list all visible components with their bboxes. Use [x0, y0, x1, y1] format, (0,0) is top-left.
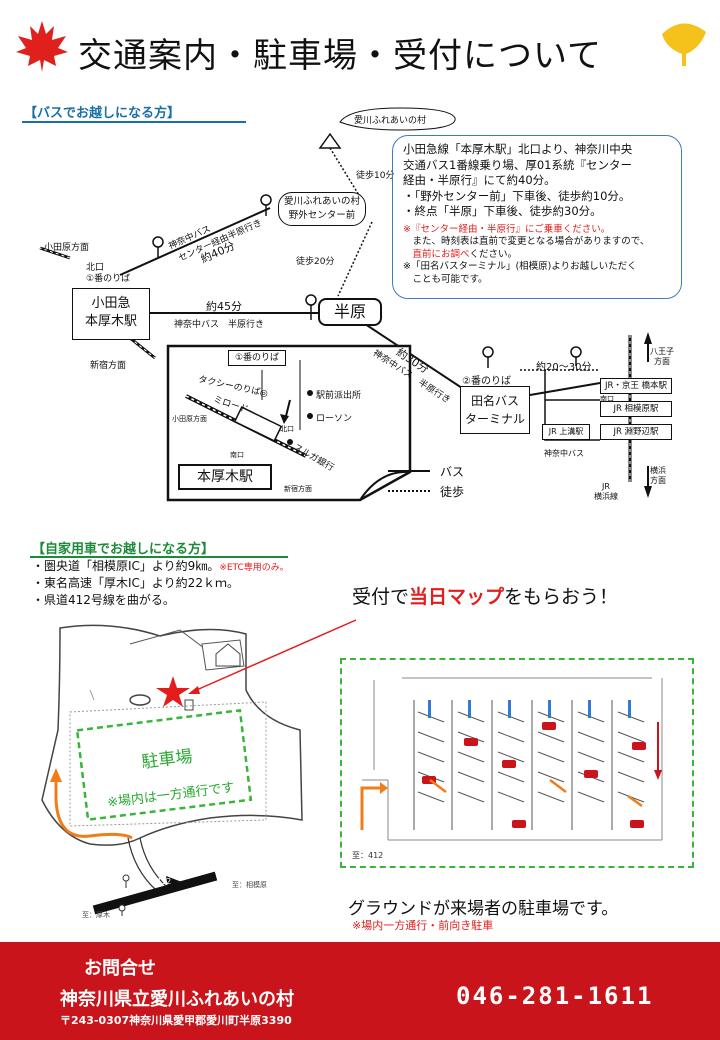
info-line3: 経由・半原行』にて約40分。 — [403, 173, 556, 187]
info-note2a: ※「田名バスターミナル」(相模原)よりお越しいただく — [403, 261, 637, 272]
legend-walk-label: 徒歩 — [440, 485, 465, 499]
info-bullet2: ・終点「半原」下車後、徒歩約30分。 — [403, 204, 602, 218]
car-line3: ・県道412号線を曲がる。 — [32, 593, 175, 607]
info-line1: 小田急線「本厚木駅」北口より、神奈川中央 — [403, 142, 633, 156]
parking-diagram-art — [360, 677, 663, 841]
village-label: 愛川ふれあいの村 — [354, 116, 427, 126]
info-note2b: ことも可能です。 — [403, 273, 488, 285]
footer-band — [0, 942, 720, 1040]
ginkgo-leaf-icon — [662, 23, 706, 66]
hachioji-line2: 方面 — [654, 357, 670, 366]
inset-koban-label: 駅前派出所 — [316, 391, 362, 401]
walk20-label: 徒歩20分 — [296, 257, 335, 267]
page-title: 交通案内・駐車場・受付について — [78, 36, 602, 76]
hon-atsugi-station-box: 小田急 本厚木駅 — [72, 288, 150, 340]
odawara-direction: 小田原方面 — [44, 243, 90, 253]
info-note1c-rest: ください。 — [469, 248, 518, 260]
ground-caption: グラウンドが来場者の駐車場です。 — [348, 899, 619, 919]
inset-north-label: 北口 — [280, 425, 294, 433]
bus-section-heading: 【バスでお越しになる方】 — [24, 106, 181, 121]
inset-station-box: 本厚木駅 — [178, 464, 272, 490]
center-stop-line1: 愛川ふれあいの村 — [283, 196, 360, 207]
hon-atsugi-line1: 小田急 — [91, 296, 131, 311]
walk10-label: 徒歩10分 — [356, 171, 395, 181]
callout-red: 当日マップ — [409, 586, 505, 608]
reception-callout: 受付で当日マップをもらおう！ — [352, 582, 618, 609]
bus-heading-underline — [22, 121, 246, 123]
callout-pre: 受付で — [352, 586, 410, 608]
hon-atsugi-line2: 本厚木駅 — [84, 314, 137, 329]
yokohama-label: 横浜 方面 — [650, 466, 666, 486]
maple-leaf-icon — [16, 21, 68, 72]
diagram-to412-label: 至：412 — [352, 851, 384, 860]
info-note1a: ※『センター経由・半原行』にご乗車ください。 — [403, 223, 611, 235]
route-412-label: 412 — [156, 877, 172, 886]
hachioji-line1: 八王子 — [650, 347, 674, 356]
bus-info-box: 小田急線「本厚木駅」北口より、神奈川中央 交通バス1番線乗り場、厚01系統『セン… — [392, 135, 682, 299]
tana-line1: 田名バス — [470, 394, 519, 408]
car-line1: ・圏央道「相模原IC」より約9㎞。※ETC専用のみ。 — [32, 558, 289, 576]
inset-shinjuku-label: 新宿方面 — [284, 485, 312, 493]
org-name: 神奈川県立愛川ふれあいの村 — [60, 989, 294, 1010]
yokohama-line1: 横浜 — [650, 466, 666, 475]
legend-bus-label: バス — [440, 465, 465, 479]
jr-hashimoto-box: JR・京王 橋本駅 — [600, 378, 672, 394]
tana-line2: ターミナル — [464, 412, 525, 426]
info-line2: 交通バス1番線乗り場、厚01系統『センター — [403, 157, 632, 172]
inset-south-label: 南口 — [230, 451, 244, 459]
hanbara-box: 半原 — [318, 298, 382, 326]
inset-lawson-label: ローソン — [316, 414, 353, 424]
to-sagamihara-label: 至：相模原 — [232, 881, 267, 889]
jr-yokohama-label: JR 横浜線 — [594, 482, 618, 502]
callout-post: をもらおう！ — [504, 586, 619, 608]
info-bullet1: ・「野外センター前」下車後、徒歩約10分。 — [403, 188, 631, 203]
jr-yokohama-line2: 横浜線 — [594, 492, 618, 501]
info-note1c-red: 直前にお調べ — [412, 248, 470, 260]
jr-fuchinobe-box: JR 淵野辺駅 — [600, 424, 672, 440]
jr-sagamihara-box: JR 相模原駅 — [600, 401, 672, 417]
callout-arrow — [188, 619, 357, 694]
hachioji-label: 八王子 方面 — [650, 347, 674, 367]
contact-heading: お問合せ — [84, 958, 156, 979]
center-stop-box: 愛川ふれあいの村 野外センター前 — [278, 192, 366, 226]
car-heading-underline — [30, 556, 288, 558]
car-section-heading: 【自家用車でお越しになる方】 — [32, 542, 215, 557]
inset-odawara-label: 小田原方面 — [172, 415, 207, 423]
center-stop-line2: 野外センター前 — [288, 210, 356, 221]
jr-yokohama-line1: JR — [602, 482, 610, 491]
tana-terminal-box: 田名バス ターミナル — [460, 386, 530, 434]
car-access-map — [41, 624, 303, 916]
to-atsugi-label: 至：厚木 — [82, 911, 110, 919]
north-exit: 北口 — [86, 263, 105, 273]
car-line1-text: ・圏央道「相模原IC」より約9㎞。 — [32, 559, 220, 573]
info-note1c: 直前にお調べください。 — [403, 249, 671, 262]
phone-number[interactable]: 046-281-1611 — [456, 982, 654, 1010]
yokohama-line2: 方面 — [650, 476, 666, 485]
kanachu-bus-label: 神奈中バス — [544, 449, 584, 458]
car-line2: ・東名高速「厚木IC」より約22ｋｍ。 — [32, 576, 239, 590]
star-icon — [156, 676, 190, 707]
about45-label: 約45分 — [206, 300, 242, 313]
jr-kamimizo-box: JR 上溝駅 — [542, 424, 590, 440]
north-exit-label: 北口 ①番のりば — [86, 263, 130, 285]
org-address: 〒243-0307神奈川県愛甲郡愛川町半原3390 — [60, 1014, 292, 1027]
info-note1b: また、時刻表は直前で変更となる場合がありますので、 — [403, 236, 650, 247]
inset-platform-box: ①番のりば — [228, 350, 286, 366]
platform2-label: ②番のりば — [462, 376, 511, 387]
about20-30-label: 約20～30分 — [536, 362, 592, 373]
bus-route-map — [39, 107, 652, 502]
car-line1-note: ※ETC専用のみ。 — [219, 563, 289, 573]
bus-stop-icon — [152, 194, 582, 368]
parking-diagram: 至：412 — [340, 658, 694, 868]
ground-note: ※場内一方通行・前向き駐車 — [352, 919, 494, 932]
bus-hanbara-label: 神奈中バス 半原行き — [174, 320, 265, 330]
shinjuku-direction: 新宿方面 — [90, 361, 127, 371]
platform1-label: ①番のりば — [86, 274, 131, 284]
south-exit-label-1: 南口 — [600, 395, 614, 403]
